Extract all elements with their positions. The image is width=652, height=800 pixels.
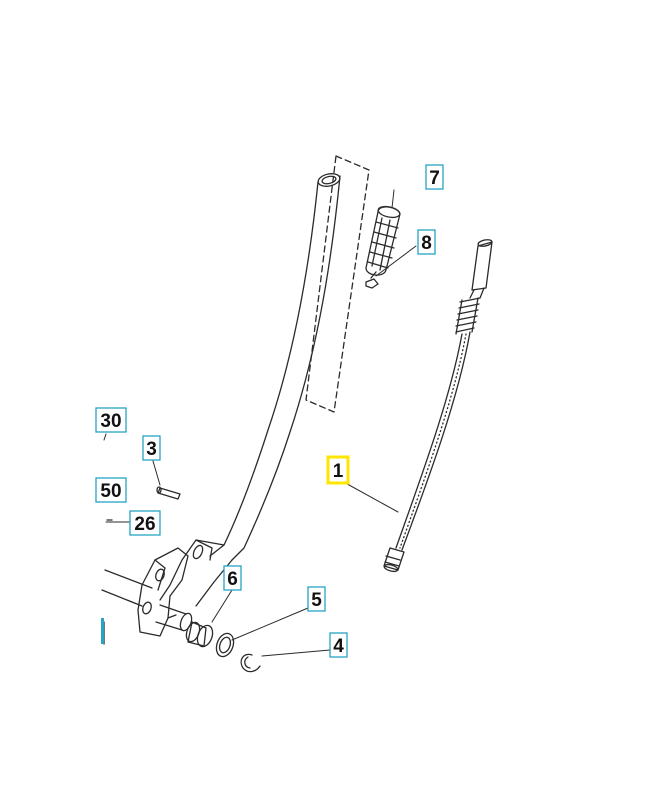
lever-handle: [159, 173, 341, 607]
callout-30: 30: [95, 407, 127, 433]
callout-7: 7: [425, 164, 444, 190]
callout-5: 5: [307, 586, 326, 612]
svg-text:8: 8: [421, 233, 432, 254]
svg-text:7: 7: [429, 168, 440, 189]
callout-6: 6: [223, 565, 242, 591]
svg-text:30: 30: [100, 411, 121, 432]
washer-part: [215, 632, 235, 658]
retaining-clip-part: [240, 653, 261, 673]
grip-part: [365, 205, 401, 276]
grip-outline-dashed: [305, 155, 370, 413]
svg-text:5: 5: [311, 590, 322, 611]
callout-3: 3: [142, 435, 161, 461]
svg-text:26: 26: [134, 514, 155, 535]
nut-part: [365, 271, 379, 289]
callout-50: 50: [95, 477, 127, 503]
leader-lines: [103, 189, 417, 657]
svg-text:1: 1: [333, 461, 344, 482]
callout-4: 4: [329, 632, 348, 658]
pivot-bracket: [137, 547, 189, 637]
svg-text:6: 6: [227, 569, 238, 590]
cable-part: [383, 239, 493, 573]
callout-8: 8: [417, 229, 436, 255]
svg-text:50: 50: [100, 481, 121, 502]
bushing-part: [185, 621, 214, 648]
svg-text:3: 3: [146, 439, 157, 460]
svg-text:4: 4: [333, 636, 344, 657]
edge-mark: [101, 618, 104, 644]
callout-26: 26: [129, 510, 161, 536]
pin-part: [156, 486, 181, 500]
callout-1-highlighted: 1: [326, 455, 350, 485]
